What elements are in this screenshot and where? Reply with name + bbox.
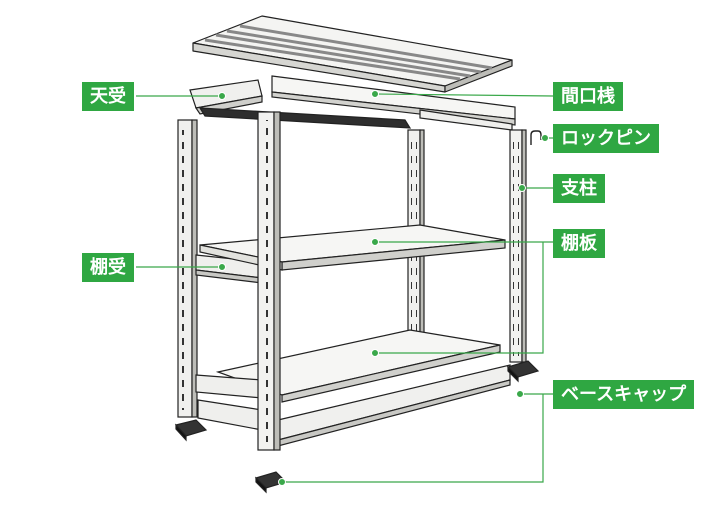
label-shelf-support: 棚受 [82,253,134,282]
bottom-shelf [215,329,501,403]
label-post: 支柱 [553,174,605,203]
post-back-left [177,119,198,418]
leader-dots [218,90,549,486]
label-front-beam: 間口桟 [553,82,623,111]
label-base-cap: ベースキャップ [553,380,695,409]
lock-pin-icon [530,130,542,145]
label-top-support: 天受 [82,82,134,111]
post-front-left [257,111,281,451]
post-front-right [509,129,527,363]
label-shelf-board: 棚板 [553,229,605,258]
label-lock-pin: ロックピン [553,124,659,153]
base-cap-front-right [506,360,540,383]
bottom-frame [195,364,511,447]
base-cap-back-left [174,419,208,442]
top-plate [192,15,513,93]
